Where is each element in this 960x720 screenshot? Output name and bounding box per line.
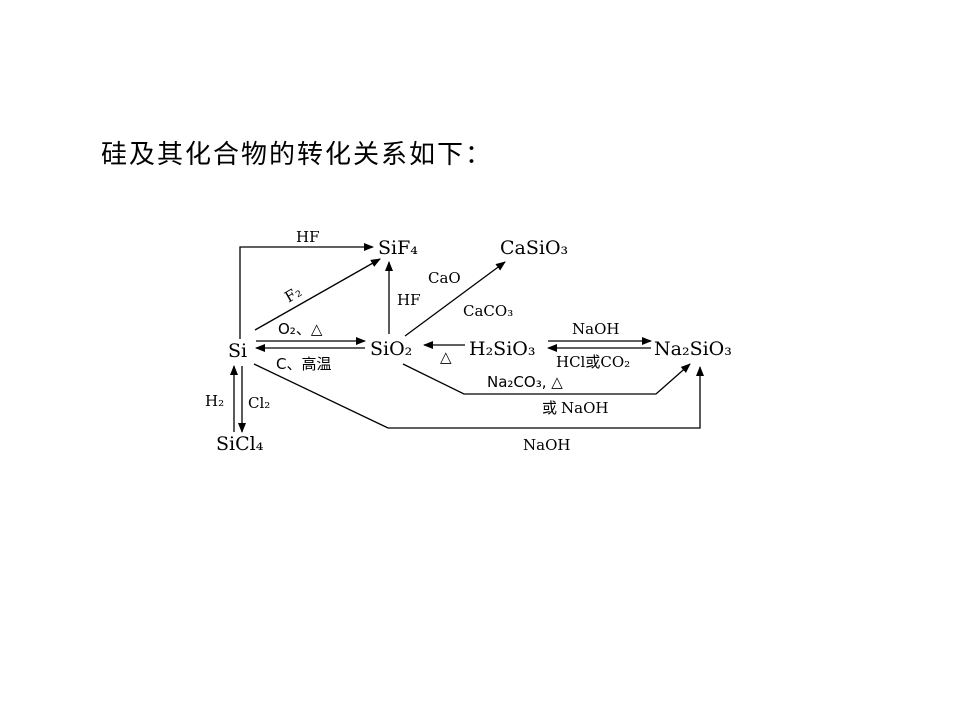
arrow-sio2-to-na2sio3	[402, 363, 691, 395]
label-h2sio3-to-sio2: △	[440, 348, 452, 366]
node-sicl4: SiCl₄	[216, 433, 264, 455]
label-na2sio3-to-h2sio3-hcl: HCl	[556, 353, 586, 371]
label-sio2-to-na2sio3-na2co3: Na₂CO₃, △	[487, 373, 563, 391]
label-si-to-sif4-hf: HF	[296, 228, 320, 246]
node-casio3: CaSiO₃	[500, 237, 568, 259]
label-si-to-sif4-f2: F₂	[281, 282, 304, 306]
label-si-to-na2sio3: NaOH	[523, 436, 570, 454]
node-sio2: SiO₂	[370, 338, 412, 360]
label-si-to-sicl4: Cl₂	[248, 394, 270, 412]
node-na2sio3: Na₂SiO₃	[654, 338, 732, 360]
label-sio2-to-casio3-cao: CaO	[428, 269, 461, 287]
label-na2sio3-to-h2sio3: HCl或CO₂	[556, 353, 630, 371]
label-na2sio3-to-h2sio3-or: 或	[585, 353, 600, 371]
label-si-to-sio2: O₂、△	[278, 320, 323, 338]
arrow-si-to-sif4-f2	[254, 258, 381, 331]
node-si: Si	[228, 340, 247, 362]
label-sio2-to-sif4: HF	[397, 291, 421, 309]
label-sicl4-to-si: H₂	[205, 392, 224, 410]
arrow-sio2-to-casio3	[404, 261, 506, 337]
label-sio2-to-na2sio3-or: 或	[542, 399, 557, 417]
node-h2sio3: H₂SiO₃	[469, 338, 535, 360]
label-h2sio3-to-na2sio3: NaOH	[572, 320, 619, 338]
label-na2sio3-to-h2sio3-co2: CO₂	[600, 353, 630, 371]
arrow-si-to-sif4-hf	[239, 243, 374, 339]
label-sio2-to-na2sio3-naoh-text: NaOH	[561, 399, 608, 417]
arrow-si-to-na2sio3	[253, 363, 704, 429]
node-sif4: SiF₄	[378, 237, 418, 259]
slide-title: 硅及其化合物的转化关系如下：	[101, 140, 494, 170]
label-sio2-to-si: C、高温	[276, 355, 331, 373]
label-sio2-to-casio3-caco3: CaCO₃	[463, 302, 513, 320]
